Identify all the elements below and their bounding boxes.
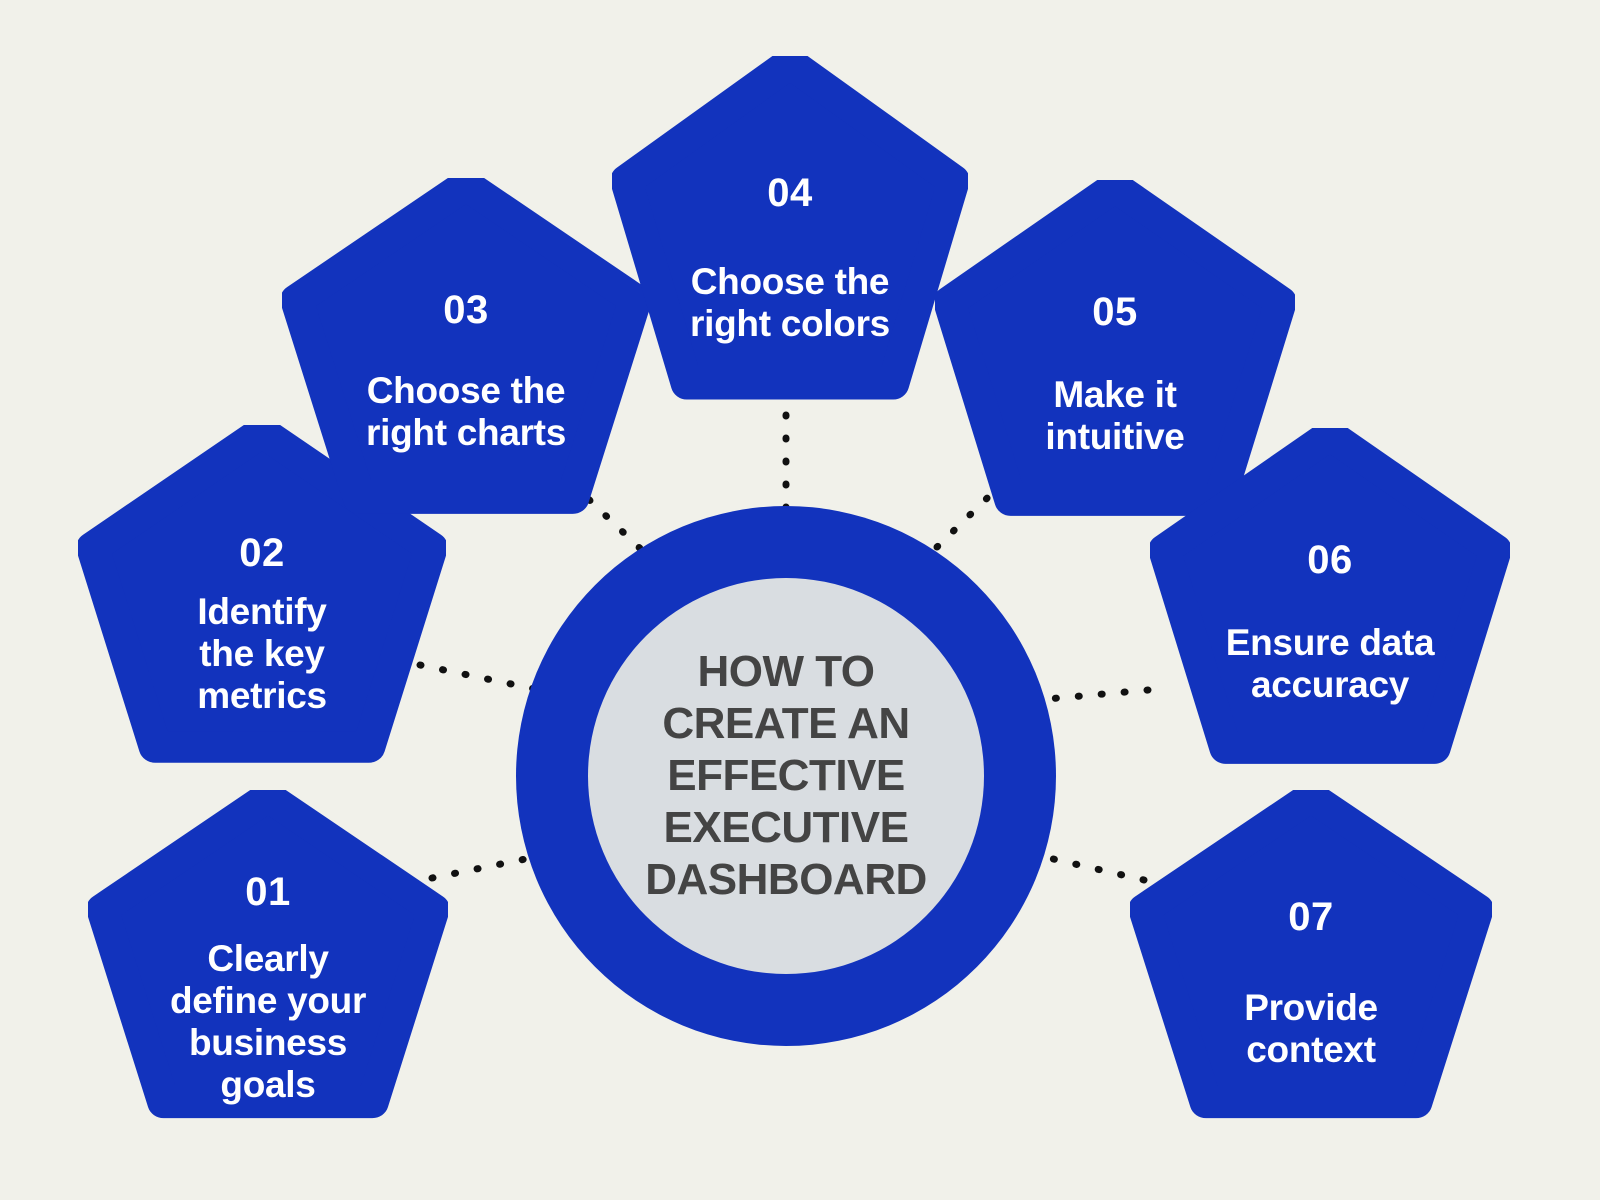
- pentagon-shape-05: [935, 180, 1295, 516]
- step-node-04[interactable]: 04 Choose the right colors: [612, 56, 968, 412]
- pentagon-shape-03: [282, 178, 650, 514]
- pentagon-shape-06: [1150, 428, 1510, 764]
- center-hub: HOW TO CREATE AN EFFECTIVE EXECUTIVE DAS…: [516, 506, 1056, 1046]
- pentagon-shape-04: [612, 56, 968, 400]
- pentagon-shape-01: [88, 790, 448, 1119]
- step-node-06[interactable]: 06 Ensure data accuracy: [1150, 428, 1510, 776]
- pentagon-shape-02: [78, 425, 446, 763]
- step-node-07[interactable]: 07 Provide context: [1130, 790, 1492, 1130]
- center-inner-disc: [588, 578, 984, 974]
- connector-line-06: [1032, 686, 1152, 704]
- connector-line-02: [416, 661, 544, 694]
- step-node-03[interactable]: 03 Choose the right charts: [282, 178, 650, 526]
- center-title: HOW TO CREATE AN EFFECTIVE EXECUTIVE DAS…: [645, 647, 927, 904]
- connector-line-01: [428, 848, 564, 882]
- pentagon-shape-07: [1130, 790, 1492, 1119]
- connector-line-07: [1032, 851, 1148, 884]
- step-node-01[interactable]: 01 Clearly define your business goals: [88, 790, 448, 1130]
